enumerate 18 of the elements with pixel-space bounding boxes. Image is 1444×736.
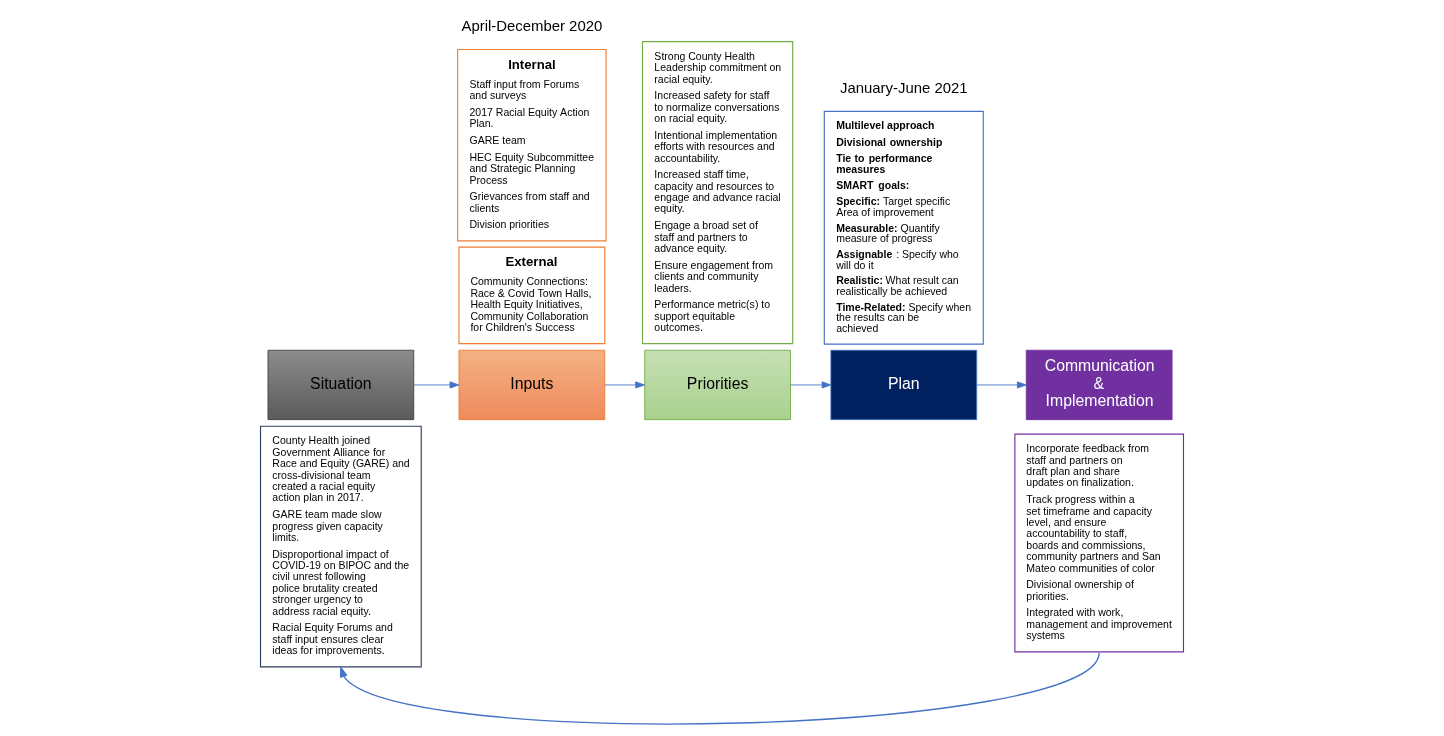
node-box: Plan xyxy=(830,349,978,421)
arrow xyxy=(413,381,460,389)
arrow xyxy=(976,381,1027,389)
arrow xyxy=(339,652,1100,725)
node-box: Priorities xyxy=(644,349,791,421)
node-box: External Community Connections: Race & Covid Town Halls, Health Equity Initiatives, Community Collaboration for Children's Success xyxy=(458,246,606,345)
node-box: Inputs xyxy=(458,349,606,421)
node-box: Strong County Health Leadership commitment on racial equity. Increased safety for staff to normalize conversations on racial equity. Intentional implementation efforts with resources and accountability. Increased staff time, capacity and resources to engage and advance racial equity. Engage a broad set of staff and partners to advance equity. Ensure engagement from clients and community leaders. Performance metric(s) to support equitable outcomes. xyxy=(641,41,794,345)
node-box: Incorporate feedback from staff and partners on draft plan and share updates on finalization. Track progress within a set timeframe and capacity level, and ensure accountability to staff, boards and commissions, community partners and San Mateo communities of color Divisional ownership of priorities. Integrated with work, management and improvement systems xyxy=(1014,433,1185,653)
node-box: Communication & Implementation xyxy=(1025,349,1173,421)
arrow xyxy=(790,381,832,389)
node-box: Internal Staff input from Forums and surveys 2017 Racial Equity Action Plan. GARE team HEC Equity Subcommittee and Strategic Planning Process Grievances from staff and clients Division priorities xyxy=(457,48,607,242)
node-box: Multilevel approach Divisional ownership Tie to performance measures SMART goals: Specific: Target specific Area of improvement Measurable: Quantify measure of progress Assignable: Specify who will do it Realistic: What result can realistically be achieved Time-Related: Specify when the results can be achieved xyxy=(823,110,984,345)
node-box: County Health joined Government Alliance for Race and Equity (GARE) and cross-divisional team created a racial equity action plan in 2017. GARE team made slow progress given capacity limits. Disproportional impact of COVID-19 on BIPOC and the civil unrest following police brutality created stronger urgency to address racial equity. Racial Equity Forums and staff input ensures clear ideas for improvements. xyxy=(259,425,422,668)
label: April-December 2020 xyxy=(461,17,603,35)
label: January-June 2021 xyxy=(839,78,968,96)
arrow xyxy=(604,381,645,389)
node-box: Situation xyxy=(267,349,415,421)
